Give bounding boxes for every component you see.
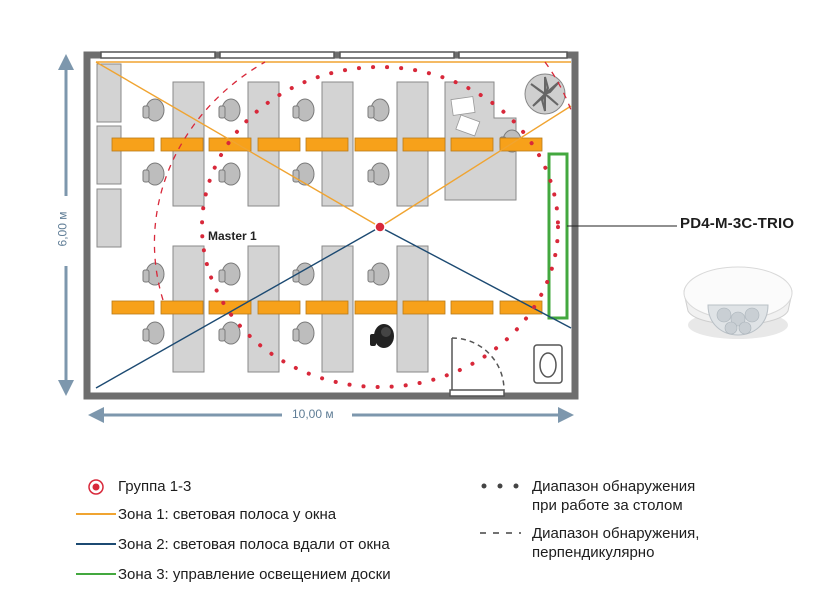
chairs [142, 98, 522, 345]
legend-zone1-label: Зона 1: световая полоса у окна [118, 506, 337, 523]
legend-zone3-label: Зона 3: управление освещением доски [118, 566, 391, 583]
windows [100, 51, 568, 59]
light-strip-upper [111, 137, 543, 152]
light-strip-lower [111, 300, 543, 315]
detection-range-perpendicular-right [544, 61, 572, 111]
plant-icon [524, 73, 566, 115]
person-icon [370, 324, 394, 348]
legend-group-label: Группа 1-3 [118, 478, 192, 495]
legend-zone2-label: Зона 2: световая полоса вдали от окна [118, 536, 390, 553]
detection-range-desk [200, 65, 560, 389]
sensor-label: PD4-M-3C-TRIO [680, 215, 795, 232]
zone2-lines [95, 226, 572, 389]
legend-dotted-icon [481, 483, 519, 489]
zone1-lines [95, 61, 572, 228]
sensor-point [374, 221, 386, 233]
master-label: Master 1 [208, 229, 257, 243]
legend-desk-range-line2: при работе за столом [532, 497, 683, 514]
washbasin-icon [533, 344, 563, 384]
sensor-device-image [683, 266, 793, 339]
height-dimension-arrow [58, 54, 74, 396]
legend-perp-range-line2: перпендикулярно [532, 544, 655, 561]
legend-desk-range-line1: Диапазон обнаружения [532, 478, 696, 495]
door-icon [449, 337, 505, 397]
legend-perp-range-line1: Диапазон обнаружения, [532, 525, 700, 542]
legend-group-icon [88, 479, 104, 495]
papers [450, 96, 481, 137]
width-label: 10,00 м [292, 407, 334, 421]
legend-perp-range: Диапазон обнаружения, перпендикулярно [532, 524, 699, 562]
zone3-board [547, 152, 569, 320]
detection-range-perpendicular [153, 61, 266, 301]
height-label: 6,00 м [55, 211, 70, 247]
legend-desk-range: Диапазон обнаружения при работе за столо… [532, 477, 695, 515]
width-dimension-arrow [88, 407, 574, 423]
cabinets [96, 63, 122, 248]
